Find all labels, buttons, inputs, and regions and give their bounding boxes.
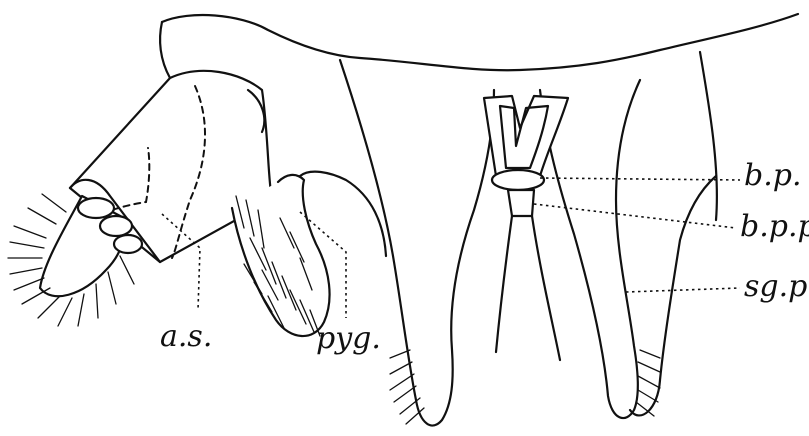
right-plate-outer <box>700 52 717 220</box>
label-basal-plate-process: b.p.p. <box>740 212 809 242</box>
label-anal-segment: a.s. <box>160 322 212 352</box>
body-left-outline <box>160 22 170 78</box>
right-appendage <box>630 176 716 415</box>
lobe-3 <box>114 235 142 253</box>
process-stalk <box>496 216 512 352</box>
label-subgenital-plate: sg.p. <box>744 272 809 302</box>
leader-bpp <box>534 204 736 228</box>
label-pygofer: pyg. <box>316 324 381 354</box>
leader-sgp <box>626 288 740 292</box>
lobe-2 <box>100 216 132 236</box>
subgenital-plate-left <box>340 60 494 426</box>
lobe-1 <box>78 198 114 218</box>
basal-plate-process <box>508 190 534 216</box>
label-basal-plate: b.p. <box>744 161 801 191</box>
process-stalk-right <box>532 216 560 360</box>
right-plate-setae <box>636 350 660 416</box>
basal-plate-base <box>492 170 544 190</box>
